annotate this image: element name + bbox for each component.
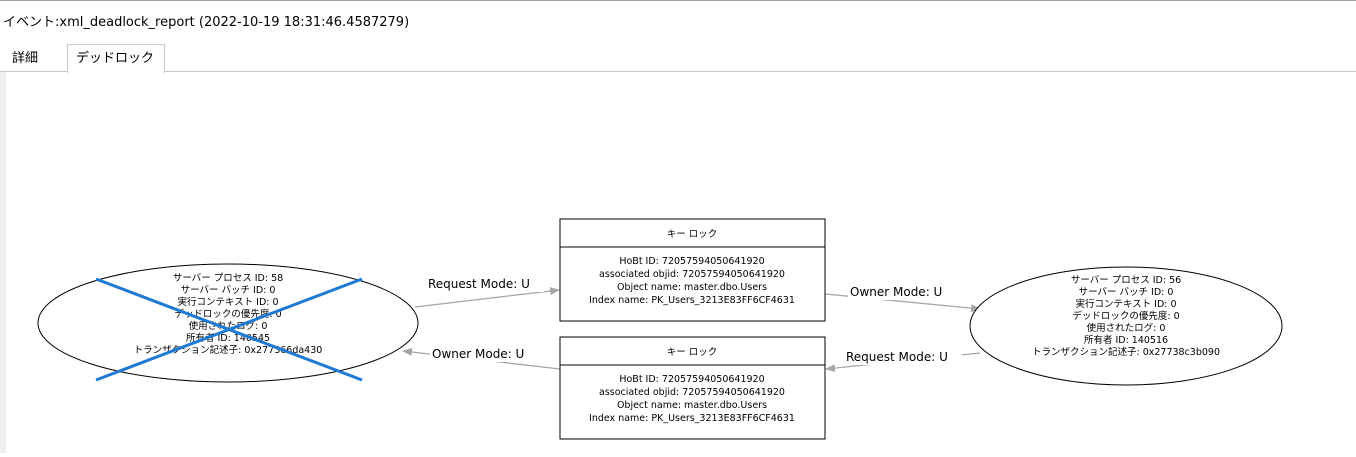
event-title-bar: イベント:xml_deadlock_report (2022-10-19 18:…	[0, 1, 1356, 41]
resource-top-header: キー ロック	[667, 229, 718, 240]
deadlock-graph: Request Mode: U Owner Mode: U Request Mo…	[37, 218, 1283, 440]
resource-node-top[interactable]: キー ロック HoBt ID: 72057594050641920 associ…	[559, 218, 826, 322]
resource-bottom-header: キー ロック	[667, 347, 718, 358]
process-left-line-0: サーバー プロセス ID: 58	[173, 273, 283, 284]
edges: Request Mode: U Owner Mode: U Request Mo…	[402, 276, 981, 373]
edge-label-owner-2: Owner Mode: U	[432, 347, 524, 361]
edge-label-owner-1: Owner Mode: U	[850, 285, 942, 299]
edge-label-bottom-to-left: Owner Mode: U	[430, 346, 538, 362]
process-right-line-3: デッドロックの優先度: 0	[1072, 310, 1179, 322]
process-left-line-1: サーバー バッチ ID: 0	[181, 285, 276, 296]
edge-label-right-to-bottom: Request Mode: U	[844, 349, 962, 365]
process-right-line-0: サーバー プロセス ID: 56	[1071, 275, 1181, 286]
tab-strip: 詳細 デッドロック	[0, 42, 1356, 73]
tab-deadlock[interactable]: デッドロック	[67, 44, 165, 73]
resource-node-bottom[interactable]: キー ロック HoBt ID: 72057594050641920 associ…	[559, 336, 826, 440]
process-left-line-2: 実行コンテキスト ID: 0	[177, 296, 278, 308]
process-right-line-2: 実行コンテキスト ID: 0	[1075, 298, 1176, 310]
resource-bottom-line-3: Index name: PK_Users_3213E83FF6CF4631	[589, 413, 795, 424]
edge-label-request-2: Request Mode: U	[846, 350, 948, 364]
deadlock-graph-panel: Request Mode: U Owner Mode: U Request Mo…	[0, 72, 1356, 453]
process-right-line-5: 所有者 ID: 140516	[1084, 334, 1168, 346]
resource-bottom-line-1: associated objid: 72057594050641920	[599, 387, 785, 398]
process-right-line-4: 使用されたログ: 0	[1087, 322, 1166, 334]
edge-label-top-to-right: Owner Mode: U	[848, 284, 958, 300]
edge-label-left-to-top: Request Mode: U	[426, 276, 544, 292]
process-node-left[interactable]: サーバー プロセス ID: 58 サーバー バッチ ID: 0 実行コンテキスト…	[37, 263, 419, 383]
process-right-line-1: サーバー バッチ ID: 0	[1079, 287, 1174, 298]
resource-top-line-2: Object name: master.dbo.Users	[617, 282, 767, 293]
tab-divider	[0, 71, 1356, 72]
edge-left-to-top	[414, 287, 560, 308]
event-title: イベント:xml_deadlock_report (2022-10-19 18:…	[3, 15, 410, 30]
resource-top-line-0: HoBt ID: 72057594050641920	[619, 256, 764, 267]
tab-details[interactable]: 詳細	[12, 51, 39, 66]
process-right-line-6: トランザクション記述子: 0x27738c3b090	[1032, 346, 1220, 358]
resource-top-line-3: Index name: PK_Users_3213E83FF6CF4631	[589, 295, 795, 306]
window-top-border	[0, 0, 1356, 1]
panel-left-edge	[0, 72, 6, 453]
process-node-right[interactable]: サーバー プロセス ID: 56 サーバー バッチ ID: 0 実行コンテキスト…	[969, 266, 1283, 386]
resource-bottom-line-0: HoBt ID: 72057594050641920	[619, 374, 764, 385]
resource-bottom-line-2: Object name: master.dbo.Users	[617, 400, 767, 411]
resource-top-line-1: associated objid: 72057594050641920	[599, 269, 785, 280]
victim-cross-icon	[95, 277, 363, 382]
process-left-line-5: 所有者 ID: 140545	[186, 332, 270, 344]
process-left-line-3: デッドロックの優先度: 0	[174, 308, 281, 320]
edge-label-request-1: Request Mode: U	[428, 277, 530, 291]
